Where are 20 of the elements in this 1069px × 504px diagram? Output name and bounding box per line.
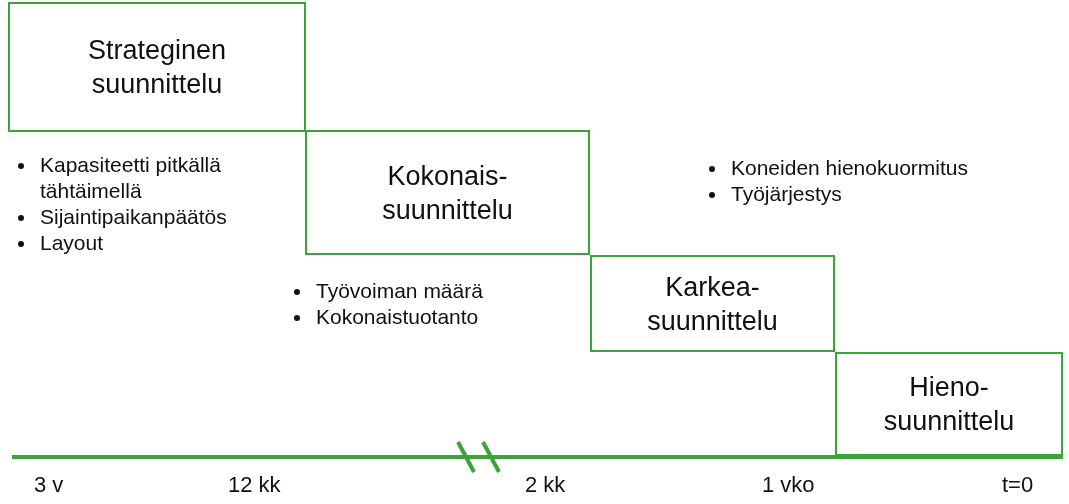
time-label: 2 kk <box>525 472 566 498</box>
stage-title: Kokonais-suunnittelu <box>381 159 514 227</box>
stage-title: Strateginen suunnittelu <box>86 34 228 101</box>
time-label: 3 v <box>34 472 64 498</box>
bullet-text: Sijaintipaikanpäätös <box>40 205 227 228</box>
bullet-text: Koneiden hienokuormitus <box>731 156 968 179</box>
stage-box <box>8 2 306 132</box>
bullet-text: Layout <box>40 231 104 254</box>
stage-box <box>590 255 835 352</box>
bullet-text: Työjärjestys <box>731 182 842 205</box>
stage-box <box>835 352 1063 456</box>
stage-title: Hieno-suunnittelu <box>882 371 1016 438</box>
time-label: 12 kk <box>228 472 281 498</box>
stage-title: Karkea-suunnittelu <box>646 270 779 338</box>
time-label: 1 vko <box>762 472 815 498</box>
bullet-text: Työvoiman määrä <box>316 279 483 302</box>
bullet-text: Kapasiteetti pitkällä tähtäimellä <box>40 153 221 202</box>
time-label: t=0 <box>1002 472 1034 498</box>
stage-box <box>305 130 590 255</box>
bullet-text: Kokonaistuotanto <box>316 305 479 328</box>
